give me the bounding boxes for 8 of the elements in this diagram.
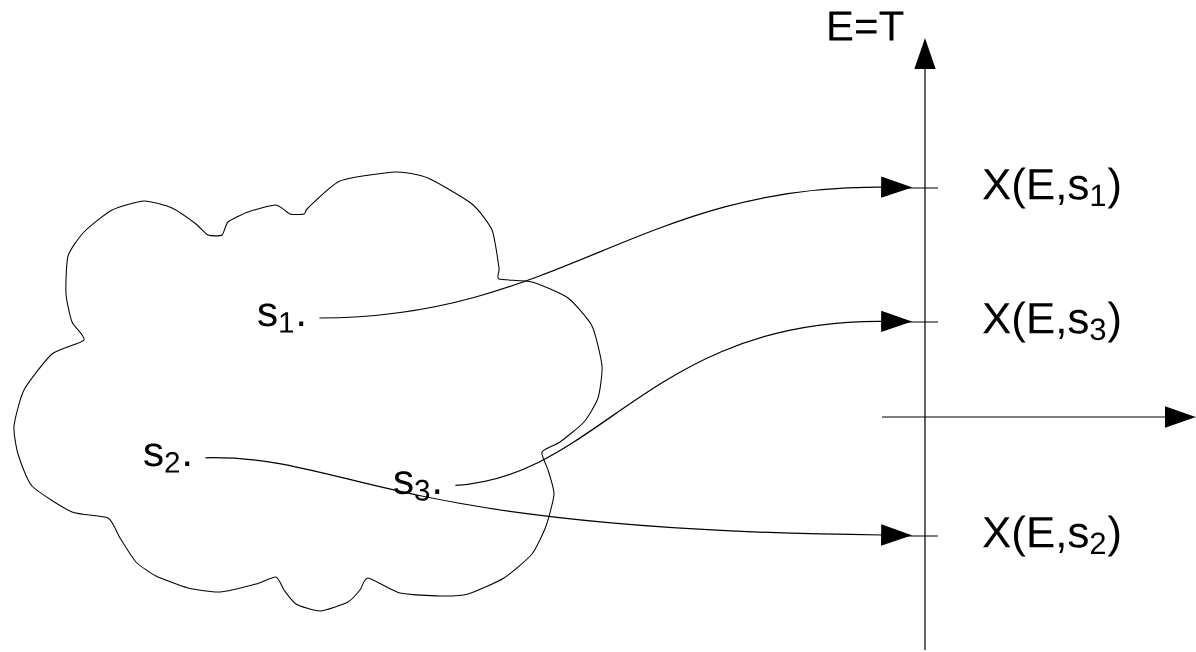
axis-label: E=T [829,11,904,41]
value-label: X(E,s$_{1}$) [983,167,1120,209]
point-label: s$_{2}$. [144,443,190,473]
value-label: X(E,s$_{3}$) [983,301,1120,343]
cloud-shape [13,171,603,612]
point-label: s$_{3}$. [394,471,440,501]
point-label: s$_{1}$. [258,303,304,333]
value-label: X(E,s$_{2}$) [983,515,1120,557]
